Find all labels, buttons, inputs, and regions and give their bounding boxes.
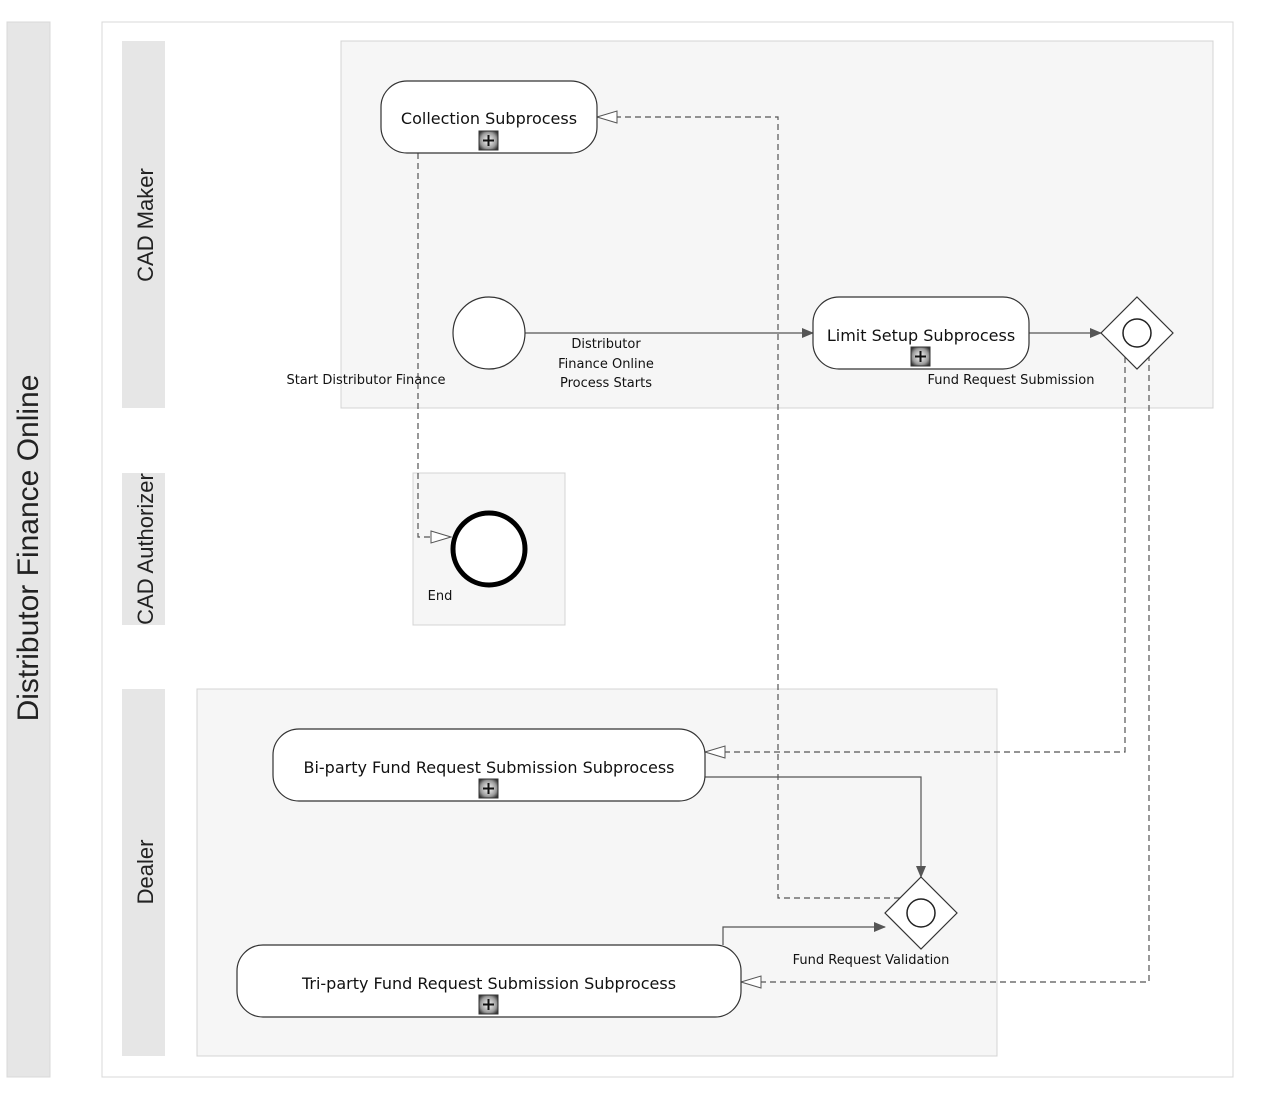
pool-title: Distributor Finance Online — [12, 375, 45, 722]
event-based-gateway-icon — [1122, 318, 1152, 348]
task-label: Collection Subprocess — [401, 109, 577, 128]
flow-collection-to-end[interactable] — [417, 153, 451, 537]
flow-validation-to-collection[interactable] — [597, 117, 900, 899]
task-collection-subprocess[interactable]: Collection Subprocess — [380, 80, 598, 154]
lane-cad-authorizer: CAD Authorizer — [122, 473, 165, 625]
lane-label-cad-authorizer: CAD Authorizer — [133, 473, 158, 625]
start-flow-label: Distributor Finance Online Process Start… — [558, 337, 654, 391]
lane-label-dealer: Dealer — [133, 840, 158, 905]
task-limit-setup-subprocess[interactable]: Limit Setup Subprocess — [812, 296, 1030, 370]
expand-subprocess-icon[interactable] — [478, 778, 499, 799]
pool-header: Distributor Finance Online — [6, 21, 51, 1078]
flow-gateway-to-triparty[interactable] — [741, 345, 1150, 982]
flow-triparty-to-validation[interactable] — [722, 922, 886, 945]
expand-subprocess-icon[interactable] — [478, 994, 499, 1015]
flows — [417, 117, 1150, 982]
lane-label-cad-maker: CAD Maker — [133, 168, 158, 282]
event-based-gateway-icon — [906, 898, 936, 928]
gateway-label: Fund Request Submission — [928, 373, 1095, 388]
gateway-label: Fund Request Validation — [793, 953, 950, 968]
start-event[interactable] — [452, 296, 526, 370]
task-triparty-fund-request-subprocess[interactable]: Tri-party Fund Request Submission Subpro… — [236, 944, 742, 1018]
gateway-fund-request-validation[interactable] — [884, 876, 958, 950]
expand-subprocess-icon[interactable] — [910, 346, 931, 367]
expand-subprocess-icon[interactable] — [478, 130, 499, 151]
start-event-label: Start Distributor Finance — [286, 373, 445, 388]
end-event-label: End — [428, 589, 453, 604]
lane-cad-maker: CAD Maker — [122, 41, 165, 408]
end-event[interactable] — [450, 510, 528, 588]
task-label: Limit Setup Subprocess — [827, 326, 1015, 345]
gateway-fund-request-submission[interactable] — [1100, 296, 1174, 370]
start-flow-label-line: Process Starts — [560, 376, 652, 391]
flow-biparty-to-validation[interactable] — [705, 776, 926, 878]
lane-dealer: Dealer — [122, 689, 165, 1056]
start-flow-label-line: Finance Online — [558, 357, 654, 372]
task-biparty-fund-request-subprocess[interactable]: Bi-party Fund Request Submission Subproc… — [272, 728, 706, 802]
start-flow-label-line: Distributor — [571, 337, 641, 352]
task-label: Bi-party Fund Request Submission Subproc… — [303, 758, 674, 777]
task-label: Tri-party Fund Request Submission Subpro… — [301, 974, 676, 993]
flow-gateway-to-biparty[interactable] — [705, 357, 1126, 752]
